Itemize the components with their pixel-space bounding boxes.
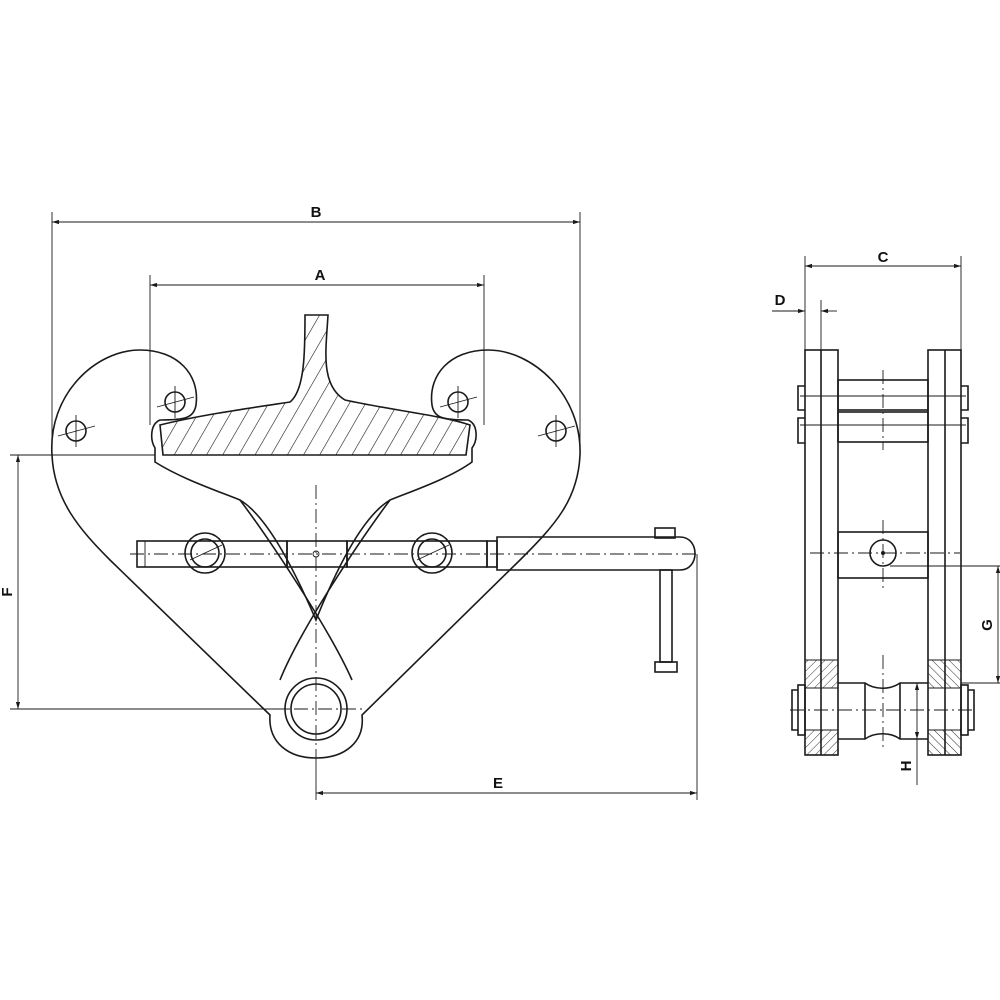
dim-label-f: F (0, 587, 16, 596)
eye-edge-left (239, 499, 353, 681)
bolt-hole-icon (156, 386, 195, 418)
dim-label-c: C (878, 249, 889, 266)
dim-label-h: H (898, 761, 915, 772)
dim-label-g: G (979, 619, 996, 631)
dim-label-e: E (493, 775, 503, 792)
beam-section (159, 314, 471, 456)
bolt-hole-icon (439, 386, 478, 418)
dim-label-a: A (315, 267, 326, 284)
bolt-hole-icon (537, 415, 576, 447)
spindle-screw (136, 527, 696, 673)
side-view: C D G H (772, 249, 1000, 785)
front-view: B A F E (0, 204, 700, 800)
bolt-hole-icon (57, 415, 96, 447)
clamp-body-outline (51, 349, 581, 759)
eye-edge-right (279, 499, 391, 681)
dim-label-d: D (775, 292, 786, 309)
dim-label-b: B (311, 204, 322, 221)
